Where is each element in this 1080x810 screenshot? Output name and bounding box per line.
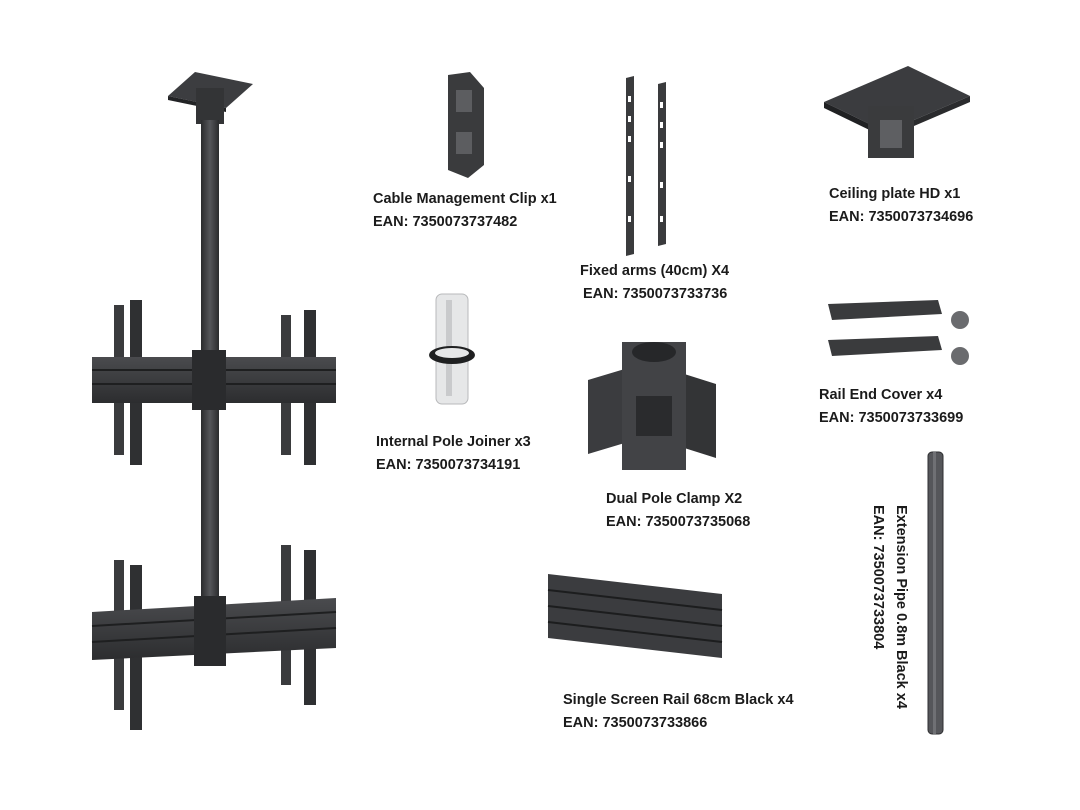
fixed-arms-icon: [626, 76, 666, 256]
dual-pole-clamp-ean: EAN: 7350073735068: [606, 514, 751, 530]
dual-pole-clamp-icon: [588, 342, 716, 470]
dual-pole-clamp-name: Dual Pole Clamp X2: [606, 491, 743, 507]
pole-joiner-ean: EAN: 7350073734191: [376, 457, 521, 473]
extension-pipe-label: Extension Pipe 0.8m Black x4 EAN: 735007…: [866, 505, 912, 709]
ceiling-plate-label: Ceiling plate HD x1 EAN: 7350073734696: [829, 183, 973, 229]
extension-pipe-icon: [927, 451, 944, 735]
rail-end-cover-label: Rail End Cover x4 EAN: 7350073733699: [819, 384, 963, 430]
screen-rail-icon: [547, 574, 723, 658]
extension-pipe-name: Extension Pipe 0.8m Black x4: [893, 505, 909, 709]
extension-pipe-ean: EAN: 7350073733804: [870, 505, 886, 650]
cable-clip-ean: EAN: 7350073737482: [373, 214, 518, 230]
fixed-arms-label: Fixed arms (40cm) X4 EAN: 7350073733736: [580, 260, 729, 306]
assembled-mount-illustration: [91, 72, 337, 730]
screen-rail-name: Single Screen Rail 68cm Black x4: [563, 692, 794, 708]
cable-clip-label: Cable Management Clip x1 EAN: 7350073737…: [373, 188, 557, 234]
rail-end-cover-name: Rail End Cover x4: [819, 387, 943, 403]
ceiling-plate-name: Ceiling plate HD x1: [829, 186, 961, 202]
cable-clip-name: Cable Management Clip x1: [373, 191, 557, 207]
ceiling-plate-ean: EAN: 7350073734696: [829, 209, 974, 225]
fixed-arms-name: Fixed arms (40cm) X4: [580, 263, 730, 279]
cable-clip-icon: [448, 72, 484, 178]
rail-end-cover-icon: [828, 300, 969, 365]
screen-rail-ean: EAN: 7350073733866: [563, 715, 708, 731]
pole-joiner-icon: [429, 293, 475, 405]
rail-end-cover-ean: EAN: 7350073733699: [819, 410, 964, 426]
ceiling-plate-icon: [824, 66, 970, 158]
dual-pole-clamp-label: Dual Pole Clamp X2 EAN: 7350073735068: [606, 488, 750, 534]
pole-joiner-name: Internal Pole Joiner x3: [376, 434, 531, 450]
screen-rail-label: Single Screen Rail 68cm Black x4 EAN: 73…: [563, 689, 794, 735]
pole-joiner-label: Internal Pole Joiner x3 EAN: 73500737341…: [376, 431, 531, 477]
fixed-arms-ean: EAN: 7350073733736: [583, 286, 728, 302]
